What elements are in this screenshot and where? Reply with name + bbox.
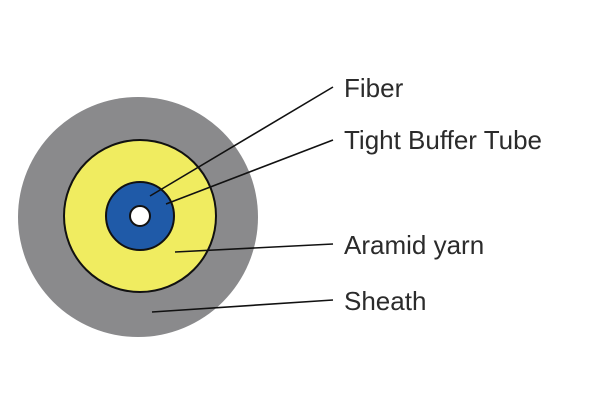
fiber-leader-line [149, 86, 334, 197]
tight-buffer-tube-leader-line [165, 139, 334, 205]
sheath-leader-line [151, 299, 334, 313]
sheath-label: Sheath [344, 286, 427, 316]
aramid-yarn-leader-line [174, 243, 334, 253]
aramid-yarn-label: Aramid yarn [344, 230, 485, 260]
fiber-core [129, 205, 151, 227]
tight-buffer-tube-label: Tight Buffer Tube [344, 125, 543, 155]
fiber-label: Fiber [344, 73, 404, 103]
